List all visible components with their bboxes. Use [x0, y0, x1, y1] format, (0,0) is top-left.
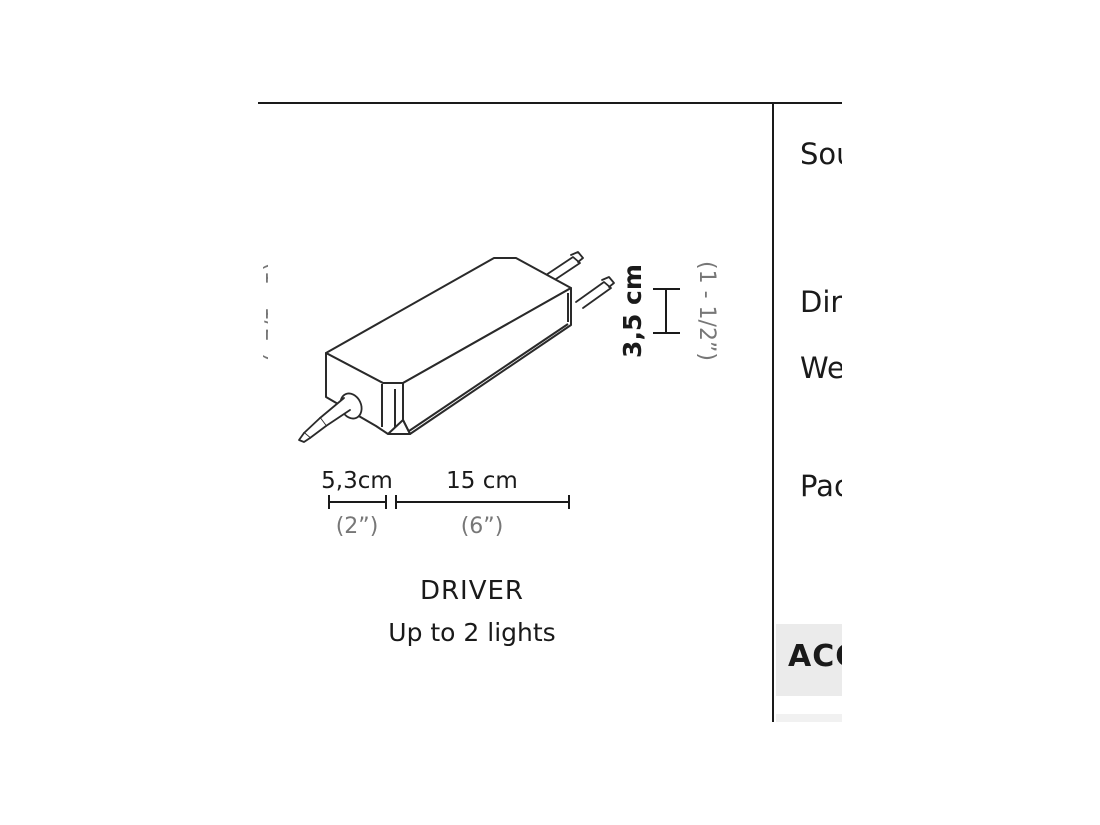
component-title: DRIVER	[419, 576, 525, 606]
width-dimension-line	[328, 495, 387, 509]
top-divider	[258, 102, 772, 104]
height-metric-label: 3,5 cm	[618, 264, 647, 358]
spec-label-packaging: Pac	[800, 469, 842, 503]
vertical-divider	[772, 102, 774, 722]
driver-box-icon	[325, 257, 572, 435]
length-imperial-label: (6”)	[461, 514, 504, 539]
spec-label-weight: We	[800, 351, 842, 385]
width-imperial-label: (2”)	[336, 514, 379, 539]
specs-panel: Sou Dir We Pac ACC	[772, 102, 842, 722]
length-metric-label: 15 cm	[446, 468, 518, 494]
height-imperial-label: (1 - 1/2”)	[694, 261, 719, 361]
accessories-header	[776, 624, 842, 696]
spec-label-source: Sou	[800, 137, 842, 171]
specs-top-divider	[772, 102, 842, 104]
cut-off-imperial-label: (1 - 1/2”)	[260, 262, 285, 362]
length-dimension-line	[395, 495, 570, 509]
output-wires-icon	[542, 251, 615, 309]
height-dimension-line	[653, 288, 680, 334]
component-subtitle: Up to 2 lights	[388, 618, 556, 647]
width-metric-label: 5,3cm	[321, 468, 393, 494]
accessories-row	[776, 714, 842, 722]
spec-label-dimensions: Dir	[800, 285, 842, 319]
accessories-title: ACC	[788, 639, 842, 674]
input-cable-icon	[298, 392, 363, 443]
